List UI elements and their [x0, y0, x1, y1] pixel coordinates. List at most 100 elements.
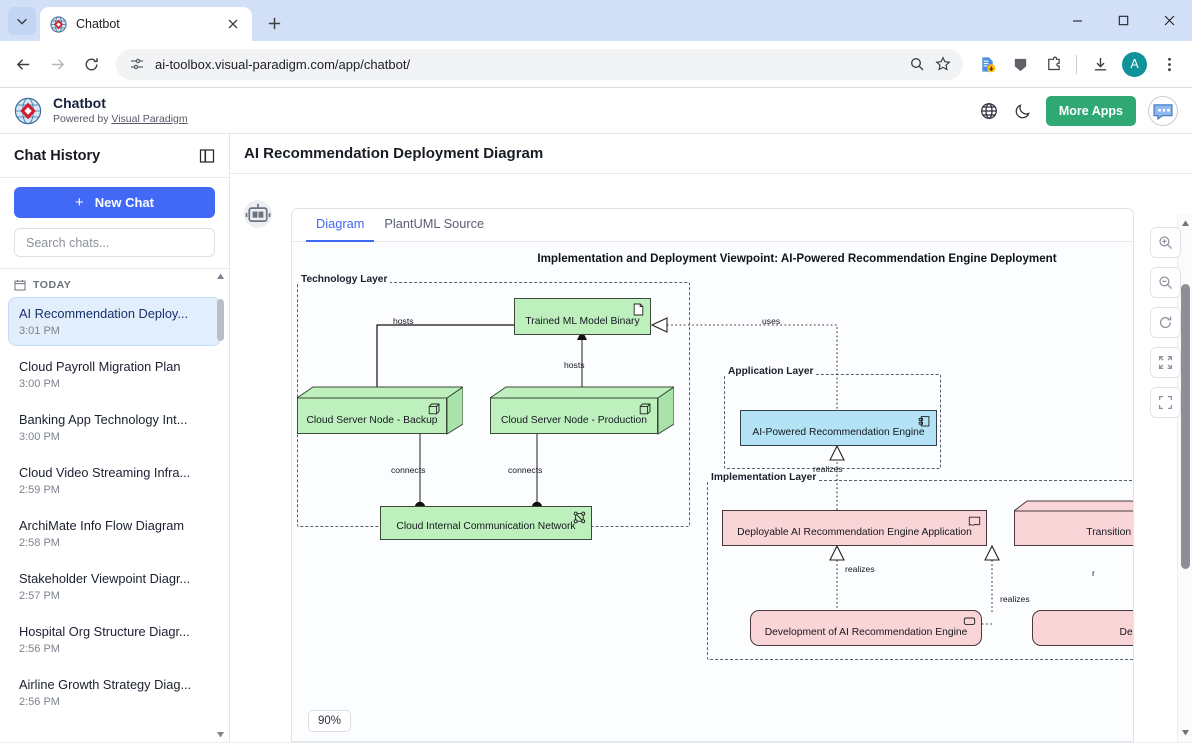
scroll-up-arrow-icon[interactable] [216, 272, 225, 281]
diagram-title: Implementation and Deployment Viewpoint:… [537, 252, 1057, 265]
more-menu-icon [1167, 57, 1171, 71]
node-ai-recommendation-engine[interactable]: AI-Powered Recommendation Engine [740, 410, 937, 446]
doc-download-icon [981, 56, 995, 72]
window-controls [1054, 0, 1192, 41]
minimize-icon [1072, 20, 1082, 22]
sidebar-scrollbar[interactable] [215, 269, 226, 742]
zoom-level-badge[interactable]: 90% [308, 710, 352, 732]
diagram-viewport[interactable]: Implementation and Deployment Viewpoint:… [292, 242, 1133, 741]
downloads-button[interactable] [1085, 49, 1115, 79]
close-icon [1164, 15, 1174, 26]
node-transition[interactable]: Transition to A [1014, 510, 1133, 546]
zoom-out-icon[interactable] [1150, 267, 1181, 298]
reset-rotate-icon[interactable] [1150, 307, 1181, 338]
new-tab-button[interactable] [260, 9, 288, 37]
chat-group-today: TODAY [0, 275, 229, 297]
node-3d-icon [639, 403, 651, 415]
panel-collapse-icon[interactable] [199, 148, 215, 164]
scroll-down-arrow-icon[interactable] [1181, 728, 1190, 737]
diagram-toolbar [1150, 227, 1181, 418]
tab-diagram[interactable]: Diagram [306, 209, 375, 242]
tab-search-dropdown-button[interactable] [8, 7, 36, 35]
chat-list-item[interactable]: Airline Growth Strategy Diag... 2:56 PM [8, 668, 221, 717]
globe-icon[interactable] [978, 100, 1000, 122]
chat-list-item[interactable]: Hospital Org Structure Diagr... 2:56 PM [8, 615, 221, 664]
tab-plantuml-source[interactable]: PlantUML Source [384, 216, 485, 231]
chat-item-title: Cloud Payroll Migration Plan [19, 359, 181, 374]
profile-avatar[interactable]: A [1122, 51, 1147, 77]
doc-download-extension-button[interactable] [972, 49, 1002, 79]
main-panel: AI Recommendation Deployment Diagram Dia… [230, 134, 1192, 742]
chevron-down-icon [17, 18, 27, 25]
minimize-button[interactable] [1054, 0, 1100, 41]
app-title-block: Chatbot Powered by Visual Paradigm [53, 94, 188, 126]
extensions-button[interactable] [1038, 49, 1068, 79]
scroll-up-arrow-icon[interactable] [1181, 219, 1190, 228]
moon-icon[interactable] [1012, 100, 1034, 122]
chat-list-item[interactable]: Cloud Video Streaming Infra... 2:59 PM [8, 456, 221, 505]
node-3d-top-production [490, 386, 674, 435]
more-apps-button[interactable]: More Apps [1045, 95, 1136, 126]
forward-icon [51, 58, 65, 70]
scroll-down-arrow-icon[interactable] [216, 730, 225, 739]
reload-button[interactable] [76, 49, 107, 80]
sidebar-scroll-thumb[interactable] [217, 299, 224, 341]
page-scrollbar[interactable] [1177, 214, 1192, 742]
toolbar-divider [1076, 54, 1077, 74]
tab-strip: Chatbot [0, 0, 1192, 41]
close-icon [228, 19, 238, 29]
page-title: AI Recommendation Deployment Diagram [230, 134, 1192, 174]
plus-icon: + [75, 194, 84, 211]
maximize-button[interactable] [1100, 0, 1146, 41]
node-deployment-work-package[interactable]: Deployment [1032, 610, 1133, 646]
cast-extension-button[interactable] [1005, 49, 1035, 79]
chat-list-item[interactable]: Cloud Payroll Migration Plan 3:00 PM [8, 350, 221, 399]
app-header-actions: More Apps [978, 95, 1178, 126]
visual-paradigm-favicon [50, 15, 67, 33]
card-tab-bar: Diagram PlantUML Source [292, 209, 1133, 242]
chatbot-avatar-icon[interactable] [1148, 95, 1178, 126]
node-cloud-server-production[interactable]: Cloud Server Node - Production [490, 397, 658, 434]
forward-button[interactable] [42, 49, 73, 80]
node-development-work-package[interactable]: Development of AI Recommendation Engine [750, 610, 982, 646]
site-info-icon[interactable] [129, 56, 145, 72]
page-scroll-thumb[interactable] [1181, 284, 1190, 569]
extensions-icon [1047, 56, 1060, 70]
back-icon [16, 58, 30, 70]
chat-list-item[interactable]: ArchiMate Info Flow Diagram 2:58 PM [8, 509, 221, 558]
calendar-icon [14, 280, 26, 291]
chat-item-time: 2:56 PM [19, 696, 60, 708]
tab-close-button[interactable] [224, 15, 242, 33]
node-cloud-internal-network[interactable]: Cloud Internal Communication Network [380, 506, 592, 540]
fit-screen-icon[interactable] [1150, 347, 1181, 378]
reload-icon [85, 57, 98, 70]
layer-implementation: Implementation Layer [707, 472, 1133, 660]
address-bar[interactable]: ai-toolbox.visual-paradigm.com/app/chatb… [116, 48, 963, 80]
edge-label-hosts-production: hosts [564, 360, 585, 370]
chat-list[interactable]: TODAY AI Recommendation Deploy... 3:01 P… [0, 269, 229, 742]
fullscreen-icon[interactable] [1150, 387, 1181, 418]
chat-group-label: TODAY [33, 279, 72, 291]
app-name: Chatbot [53, 94, 106, 111]
chat-item-time: 2:57 PM [19, 590, 60, 602]
node-deployable-app[interactable]: Deployable AI Recommendation Engine Appl… [722, 510, 987, 546]
maximize-icon [1118, 15, 1128, 26]
chat-list-item[interactable]: Stakeholder Viewpoint Diagr... 2:57 PM [8, 562, 221, 611]
close-window-button[interactable] [1146, 0, 1192, 41]
zoom-icon[interactable] [909, 56, 925, 72]
new-chat-button[interactable]: + New Chat [14, 187, 215, 218]
chat-list-item[interactable]: Banking App Technology Int... 3:00 PM [8, 403, 221, 452]
browser-tab[interactable]: Chatbot [40, 7, 252, 41]
more-menu-button[interactable] [1154, 49, 1184, 79]
visual-paradigm-link[interactable]: Visual Paradigm [111, 112, 188, 125]
node-label: Deployment [1119, 627, 1133, 638]
node-trained-ml-model-binary[interactable]: Trained ML Model Binary [514, 298, 651, 335]
layer-label-implementation: Implementation Layer [708, 472, 820, 483]
search-chats-input[interactable] [14, 228, 215, 257]
bookmark-star-icon[interactable] [935, 56, 951, 72]
chat-list-item[interactable]: AI Recommendation Deploy... 3:01 PM [8, 297, 221, 346]
plus-icon [268, 17, 280, 29]
zoom-in-icon[interactable] [1150, 227, 1181, 258]
work-package-icon [963, 617, 976, 625]
back-button[interactable] [8, 49, 39, 80]
